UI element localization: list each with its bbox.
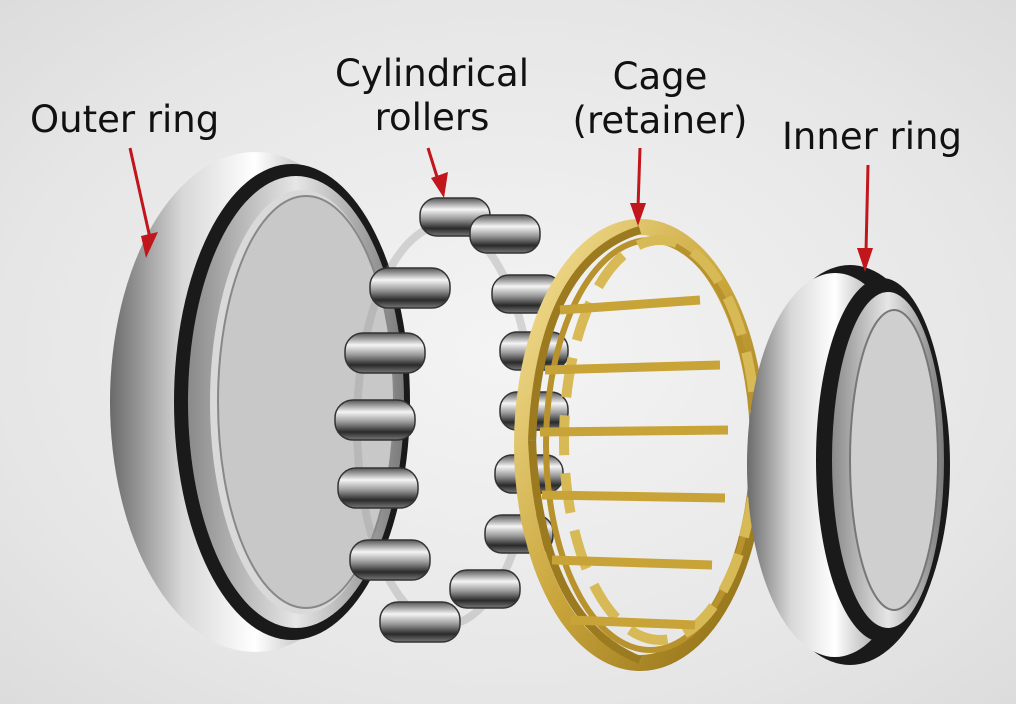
arrows	[128, 147, 873, 272]
roller-14	[449, 569, 521, 609]
label-rollers-line2: rollers	[374, 96, 490, 139]
arrow-outer-ring	[128, 147, 158, 258]
label-inner-ring: Inner ring	[782, 115, 962, 158]
roller-8	[469, 214, 541, 254]
arrow-inner-ring	[857, 164, 873, 272]
inner-ring	[747, 265, 950, 665]
label-cage: Cage (retainer)	[560, 55, 760, 143]
arrow-rollers	[426, 147, 448, 198]
roller-4	[337, 467, 419, 509]
arrow-cage	[630, 147, 646, 226]
label-cylindrical-rollers: Cylindrical rollers	[322, 52, 542, 140]
roller-1	[369, 267, 451, 309]
cage-bars	[539, 295, 729, 630]
label-cage-line2: (retainer)	[572, 99, 748, 142]
roller-3	[334, 399, 416, 441]
roller-5	[349, 539, 431, 581]
label-rollers-line1: Cylindrical	[334, 52, 529, 95]
cage-retainer	[514, 219, 766, 671]
label-outer-ring: Outer ring	[30, 98, 220, 141]
roller-6	[379, 601, 461, 643]
roller-2	[344, 332, 426, 374]
label-cage-line1: Cage	[612, 55, 708, 98]
